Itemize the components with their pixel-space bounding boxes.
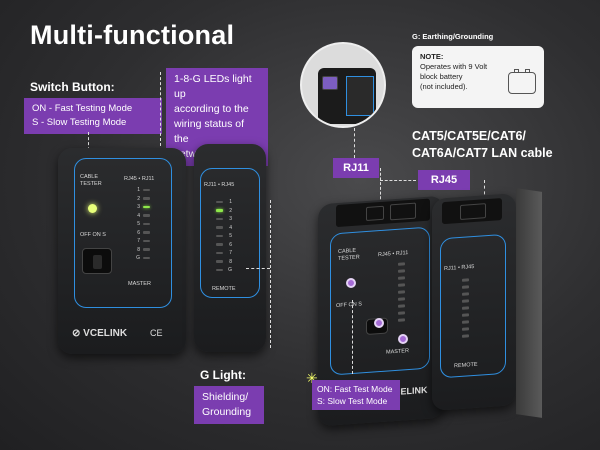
right-master-port-bay xyxy=(336,198,430,228)
switch-mode-slow: S - Slow Testing Mode xyxy=(32,117,127,128)
cable-types-line1: CAT5/CAT5E/CAT6/ xyxy=(412,129,526,143)
note-line3: (not included). xyxy=(420,82,468,91)
brand-mark-icon: ⊘ xyxy=(72,328,84,339)
switch-positions-label: OFF ON S xyxy=(80,232,106,238)
right-remote-side xyxy=(516,188,542,418)
right-master-marker-2 xyxy=(374,318,384,328)
cable-types: CAT5/CAT5E/CAT6/ CAT6A/CAT7 LAN cable xyxy=(412,128,553,162)
right-remote-port-bay xyxy=(442,198,502,225)
g-light-info: Shielding/ Grounding xyxy=(194,386,264,424)
g-light-connector-v xyxy=(270,200,271,348)
brand-logo: ⊘ VCELINK xyxy=(72,328,128,339)
right-master-marker-1 xyxy=(346,278,356,288)
page-title: Multi-functional xyxy=(30,20,235,50)
right-master-marker-3 xyxy=(398,334,408,344)
g-light-connector-h xyxy=(246,268,270,269)
remote-led-column: 1 2 3 4 5 6 7 8 G xyxy=(216,199,232,273)
leds-note-line2: according to the xyxy=(174,103,249,115)
right-rj45-port xyxy=(390,202,416,221)
cable-types-line2: CAT6A/CAT7 LAN cable xyxy=(412,146,553,160)
rj11-tag: RJ11 xyxy=(333,158,379,178)
mode-slow: S: Slow Test Mode xyxy=(317,396,388,406)
right-cable-tester-label: CABLE TESTER xyxy=(338,247,360,263)
master-outline xyxy=(74,158,172,308)
switch-mode-fast: ON - Fast Testing Mode xyxy=(32,103,133,114)
rj11-connector-line xyxy=(354,128,355,158)
sun-indicator-icon: ✳ xyxy=(306,370,318,386)
mode-connector-line xyxy=(352,300,353,374)
master-ports-label: RJ45 • RJ11 xyxy=(124,176,155,182)
g-light-heading: G Light: xyxy=(200,368,246,382)
remote-ports-label: RJ11 • RJ45 xyxy=(204,182,235,188)
ce-mark-icon: CE xyxy=(150,328,163,338)
rj11-zoom-circle xyxy=(300,42,386,128)
switch-button-heading: Switch Button: xyxy=(30,80,115,94)
power-indicator-light xyxy=(88,204,97,213)
note-line1: Operates with 9 Volt xyxy=(420,62,488,71)
g-light-line2: Grounding xyxy=(202,406,252,418)
note-line2: block battery xyxy=(420,72,463,81)
remote-outline xyxy=(200,168,260,298)
right-remote-led-column xyxy=(462,278,469,338)
right-master-led-column xyxy=(398,262,405,322)
left-remote-unit: RJ11 • RJ45 1 2 3 4 5 6 7 8 G REMOTE xyxy=(194,144,266,352)
g-light-line1: Shielding/ xyxy=(202,391,249,403)
switch-button-info: ON - Fast Testing Mode S - Slow Testing … xyxy=(24,98,162,134)
master-led-column: 1 2 3 4 5 6 7 8 G xyxy=(134,187,150,261)
cable-tester-label: CABLE TESTER xyxy=(80,174,102,187)
mode-info-box: ON: Fast Test Mode S: Slow Test Mode xyxy=(312,380,400,410)
right-remote-outline xyxy=(440,233,506,379)
rj11-port xyxy=(322,76,338,90)
note-heading: NOTE: xyxy=(420,52,444,61)
battery-note-card: NOTE: Operates with 9 Volt block battery… xyxy=(412,46,544,108)
right-rj11-port xyxy=(366,205,384,222)
remote-name-label: REMOTE xyxy=(212,286,236,292)
left-master-unit: CABLE TESTER RJ45 • RJ11 1 2 3 4 5 6 7 8… xyxy=(58,148,186,354)
earthing-label: G: Earthing/Grounding xyxy=(412,32,494,41)
rj45-tag: RJ45 xyxy=(418,170,470,190)
master-name-label: MASTER xyxy=(128,281,151,287)
mode-fast: ON: Fast Test Mode xyxy=(317,384,393,394)
right-remote-unit: RJ11 • RJ45 REMOTE xyxy=(432,193,516,411)
rj45-port-line-h xyxy=(380,180,416,181)
battery-icon xyxy=(508,69,536,94)
leds-note-line1: 1-8-G LEDs light up xyxy=(174,73,252,100)
leds-note-line3: wiring status of the xyxy=(174,118,245,145)
mode-switch[interactable] xyxy=(82,248,112,274)
rj45-remote-line xyxy=(484,180,485,200)
right-remote-rj45-port xyxy=(460,203,486,220)
leds-connector-line xyxy=(160,72,161,212)
rj11-port-line xyxy=(380,168,381,204)
